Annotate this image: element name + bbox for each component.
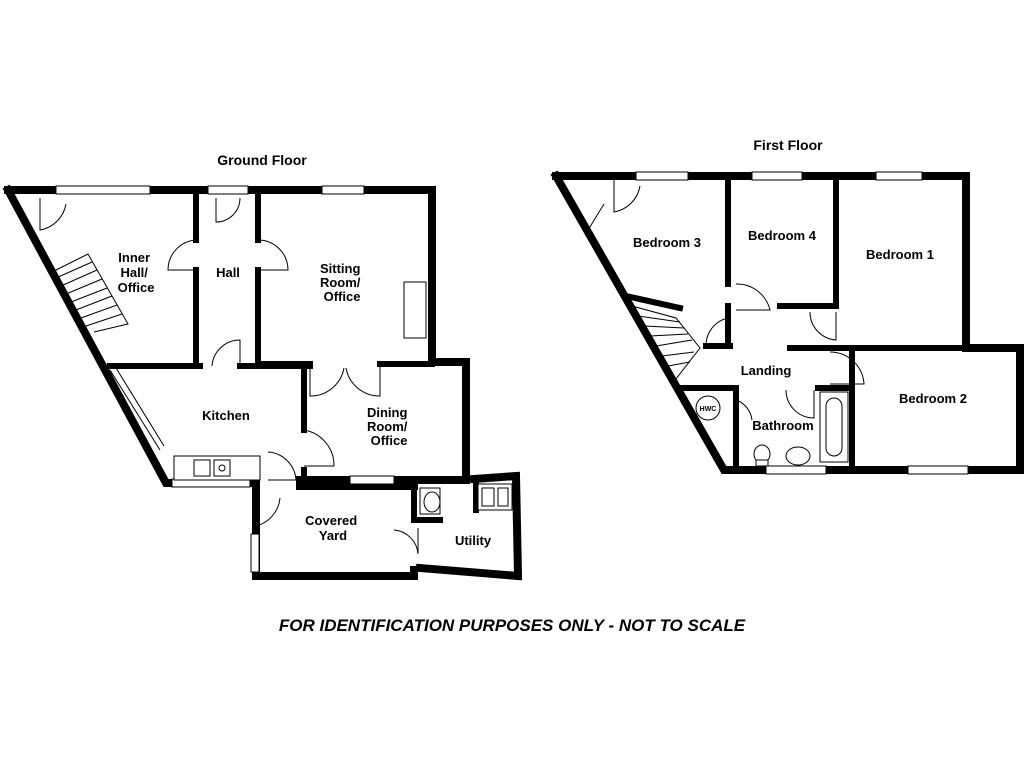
- room-label-utility: Utility: [455, 533, 492, 548]
- first-floor-stairs: [631, 305, 701, 385]
- room-label-bathroom: Bathroom: [752, 418, 813, 433]
- ground-floor-plan: [2, 184, 523, 581]
- room-label-bedroom1: Bedroom 1: [866, 247, 934, 262]
- basin: [785, 446, 811, 466]
- hwc-cylinder: [695, 395, 721, 421]
- room-label-bedroom2: Bedroom 2: [899, 391, 967, 406]
- room-label-inner-hall: Inner Hall/ Office: [118, 250, 155, 295]
- room-label-hall: Hall: [216, 265, 240, 280]
- room-label-covered-yard: Covered Yard: [305, 513, 361, 543]
- first-floor-title: First Floor: [753, 137, 823, 153]
- ground-floor-title: Ground Floor: [217, 152, 307, 168]
- first-floor-plan: [550, 170, 1024, 475]
- room-label-bedroom4: Bedroom 4: [748, 228, 817, 243]
- room-label-bedroom3: Bedroom 3: [633, 235, 701, 250]
- disclaimer-note: FOR IDENTIFICATION PURPOSES ONLY - NOT T…: [278, 616, 746, 635]
- room-label-dining-room: Dining Room/ Office: [367, 405, 411, 448]
- room-label-landing: Landing: [741, 363, 792, 378]
- hwc-label: HWC: [700, 406, 717, 413]
- room-label-sitting-room: Sitting Room/ Office: [320, 261, 364, 304]
- room-label-kitchen: Kitchen: [202, 408, 250, 423]
- ground-stairs: [51, 253, 129, 333]
